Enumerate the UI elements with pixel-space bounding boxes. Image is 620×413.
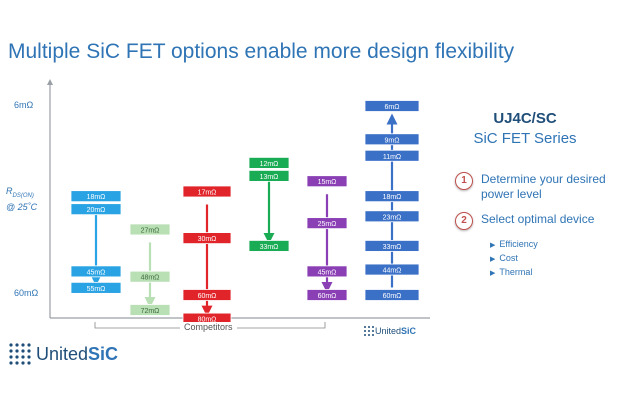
rdson-box-label: 6mΩ bbox=[385, 104, 400, 111]
rdson-box bbox=[70, 265, 122, 278]
rdson-box-label: 25mΩ bbox=[318, 221, 337, 228]
logo-dots-icon bbox=[9, 343, 31, 365]
slide-title: Multiple SiC FET options enable more des… bbox=[8, 40, 515, 63]
rdson-box-label: 17mΩ bbox=[198, 189, 217, 196]
step-1-text: Determine your desired power level bbox=[481, 172, 606, 201]
rdson-box-label: 12mΩ bbox=[260, 161, 279, 168]
rdson-box-label: 9mΩ bbox=[385, 137, 400, 144]
y-axis-top-label: 6mΩ bbox=[14, 100, 34, 110]
series-name: UJ4C/SC bbox=[493, 110, 557, 127]
criteria-list: Efficiency Cost Thermal bbox=[490, 238, 538, 280]
rdson-box bbox=[129, 270, 171, 283]
rdson-box bbox=[248, 240, 290, 252]
logo-sic-text: SiC bbox=[401, 326, 417, 336]
logo-united-text: United bbox=[36, 343, 89, 364]
series-subtitle: SiC FET Series bbox=[473, 130, 577, 147]
criteria-item-cost: Cost bbox=[490, 252, 538, 266]
rdson-box-label: 15mΩ bbox=[318, 179, 337, 186]
rdson-column-5: 15mΩ 25mΩ 45mΩ 60mΩ bbox=[306, 175, 348, 301]
rdson-box bbox=[364, 100, 420, 112]
rdson-box bbox=[182, 289, 232, 301]
rdson-column-3: 17mΩ 30mΩ 60mΩ 80mΩ bbox=[182, 185, 232, 325]
rdson-box-label: 44mΩ bbox=[383, 268, 402, 275]
rds-symbol: R bbox=[6, 186, 13, 196]
rdson-box-label: 48mΩ bbox=[141, 275, 160, 282]
logo-dots-icon bbox=[364, 326, 374, 336]
step-1-number: 1 bbox=[455, 172, 473, 190]
rdson-box bbox=[248, 156, 290, 169]
rds-subscript: DS(ON) bbox=[12, 192, 34, 199]
rdson-box bbox=[364, 210, 420, 223]
rdson-box bbox=[306, 175, 348, 188]
logo-sic-text: SiC bbox=[88, 343, 119, 364]
rdson-box bbox=[364, 149, 420, 162]
rdson-box-label: 11mΩ bbox=[383, 154, 401, 161]
rdson-box-label: 27mΩ bbox=[141, 227, 160, 234]
step-2-number: 2 bbox=[455, 212, 473, 230]
rdson-box bbox=[182, 232, 232, 245]
rdson-box-label: 13mΩ bbox=[260, 174, 279, 181]
rdson-box bbox=[129, 223, 171, 236]
rdson-box-label: 55mΩ bbox=[87, 286, 106, 293]
rdson-box bbox=[129, 304, 171, 316]
rdson-box-label: 23mΩ bbox=[383, 214, 402, 221]
rdson-box bbox=[364, 289, 420, 301]
rdson-box-label: 60mΩ bbox=[383, 293, 402, 300]
rdson-box bbox=[70, 203, 122, 216]
rdson-box bbox=[364, 240, 420, 252]
rdson-box-label: 18mΩ bbox=[383, 194, 402, 201]
rdson-box bbox=[364, 190, 420, 203]
rdson-box-label: 30mΩ bbox=[198, 236, 217, 243]
rdson-box bbox=[182, 185, 232, 198]
rdson-box-label: 33mΩ bbox=[383, 244, 402, 251]
rdson-box bbox=[70, 281, 122, 294]
rds-condition: @ 25˚C bbox=[6, 201, 38, 212]
y-axis-quantity: RDS(ON) @ 25˚C bbox=[6, 186, 37, 213]
rdson-column-4: 12mΩ 13mΩ 33mΩ bbox=[248, 156, 290, 252]
logo-united-text: United bbox=[375, 326, 402, 336]
rdson-box-label: 18mΩ bbox=[87, 194, 106, 201]
rdson-box bbox=[306, 289, 348, 301]
rdson-box-label: 60mΩ bbox=[198, 293, 217, 300]
criteria-item-efficiency: Efficiency bbox=[490, 238, 537, 252]
rdson-box-label: 45mΩ bbox=[87, 269, 106, 276]
rdson-box bbox=[70, 190, 122, 203]
criteria-item-thermal: Thermal bbox=[490, 266, 538, 280]
rdson-box bbox=[248, 169, 290, 182]
rdson-box-label: 20mΩ bbox=[87, 207, 106, 214]
rdson-box bbox=[364, 263, 420, 276]
rdson-box bbox=[364, 133, 420, 146]
rdson-box-label: 45mΩ bbox=[318, 269, 337, 276]
rdson-box bbox=[306, 217, 348, 230]
rdson-column-2: 27mΩ 48mΩ 72mΩ bbox=[129, 223, 171, 316]
rdson-box-label: 72mΩ bbox=[141, 308, 160, 315]
rdson-box bbox=[306, 265, 348, 278]
step-1: 1 Determine your desired power level bbox=[455, 172, 620, 202]
rdson-column-6: 6mΩ 9mΩ 11mΩ 18mΩ 23mΩ 33mΩ 44mΩ 60mΩ bbox=[364, 100, 420, 301]
y-axis-bottom-label: 60mΩ bbox=[14, 288, 39, 298]
rdson-box-label: 60mΩ bbox=[318, 293, 337, 300]
rdson-box-label: 33mΩ bbox=[260, 244, 279, 251]
rdson-column-1: 18mΩ 20mΩ 45mΩ 55mΩ bbox=[70, 190, 122, 294]
competitors-label: Competitors bbox=[180, 322, 237, 332]
step-2-text: Select optimal device bbox=[481, 212, 595, 226]
step-2: 2 Select optimal device bbox=[455, 212, 620, 230]
rdson-box-label: 80mΩ bbox=[198, 317, 217, 324]
